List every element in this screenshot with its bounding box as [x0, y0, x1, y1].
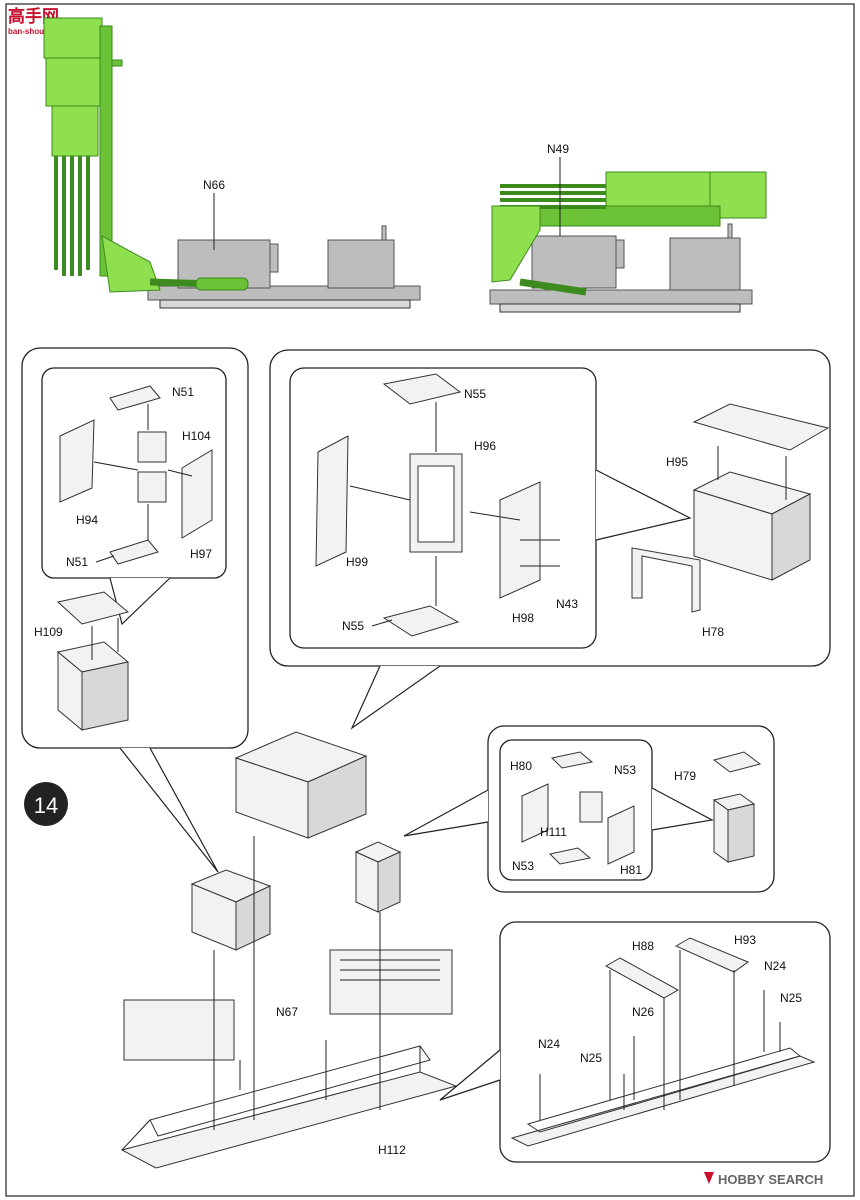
- label-h81: H81: [620, 863, 642, 877]
- h79-box: [712, 751, 762, 863]
- label-h99: H99: [346, 555, 368, 569]
- label-n24-left: N24: [538, 1037, 560, 1051]
- label-n66: N66: [203, 178, 225, 192]
- label-h104: H104: [182, 429, 211, 443]
- h95-box-parts: [631, 403, 830, 613]
- label-h95: H95: [666, 455, 688, 469]
- label-n25-left: N25: [580, 1051, 602, 1065]
- label-n26: N26: [632, 1005, 654, 1019]
- callout-h88-h93-frame: [499, 921, 831, 1163]
- label-n55-top: N55: [464, 387, 486, 401]
- label-n43: N43: [556, 597, 578, 611]
- label-n51-bottom: N51: [66, 555, 88, 569]
- label-h111: H111: [540, 825, 567, 839]
- label-n24-right: N24: [764, 959, 786, 973]
- label-n49: N49: [547, 142, 569, 156]
- svg-text:HOBBY SEARCH: HOBBY SEARCH: [718, 1172, 823, 1187]
- step-number-badge: 14: [24, 782, 68, 826]
- label-n51-top: N51: [172, 385, 194, 399]
- h104-parts: [59, 385, 213, 565]
- main-assembly: [120, 731, 458, 1169]
- label-h109: H109: [34, 625, 63, 639]
- hobby-search-logo: HOBBY SEARCH: [704, 1172, 823, 1187]
- h109-box: [56, 591, 130, 732]
- label-n53-bottom: N53: [512, 859, 534, 873]
- side-view-left: [43, 17, 421, 309]
- label-h88: H88: [632, 939, 654, 953]
- label-n67: N67: [276, 1005, 298, 1019]
- label-h94: H94: [76, 513, 98, 527]
- h111-parts: [521, 751, 635, 865]
- label-h93: H93: [734, 933, 756, 947]
- label-n55-bottom: N55: [342, 619, 364, 633]
- label-n53-top: N53: [614, 763, 636, 777]
- label-h96: H96: [474, 439, 496, 453]
- svg-text:14: 14: [34, 793, 58, 818]
- svg-text:ban-shou.com: ban-shou.com: [8, 27, 63, 36]
- page-border: [5, 3, 855, 1197]
- label-n25-right: N25: [780, 991, 802, 1005]
- label-h78: H78: [702, 625, 724, 639]
- label-h79: H79: [674, 769, 696, 783]
- label-h97: H97: [190, 547, 212, 561]
- frame-parts: [510, 937, 816, 1147]
- h96-frame-parts: [315, 373, 560, 637]
- label-h112: H112: [378, 1143, 406, 1157]
- label-h80: H80: [510, 759, 532, 773]
- side-view-right: [489, 171, 767, 313]
- label-h98: H98: [512, 611, 534, 625]
